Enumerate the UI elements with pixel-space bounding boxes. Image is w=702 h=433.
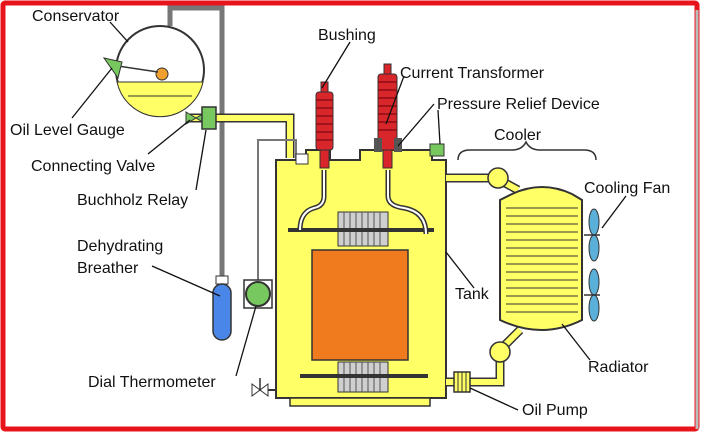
label-buchholz-relay: Buchholz Relay <box>77 192 188 209</box>
label-cooling-fan: Cooling Fan <box>584 180 670 197</box>
label-breather: Breather <box>77 260 139 277</box>
label-cooler: Cooler <box>494 127 542 144</box>
current-transformer-right <box>394 138 402 152</box>
label-oil-pump: Oil Pump <box>522 402 588 419</box>
radiator-fins <box>506 207 578 313</box>
drain-valve-icon-b <box>259 383 269 397</box>
label-conservator: Conservator <box>32 8 120 25</box>
lead-right-fill <box>387 170 427 235</box>
dehydrating-breather-icon <box>212 283 232 341</box>
label-connecting-valve: Connecting Valve <box>31 158 155 175</box>
bushing-right <box>377 63 398 169</box>
lead-clamp-small <box>295 153 309 165</box>
label-bushing: Bushing <box>318 27 376 44</box>
label-radiator: Radiator <box>588 359 649 376</box>
breather-pipe <box>167 5 225 278</box>
drain-valve-icon <box>251 383 261 397</box>
label-current-transformer: Current Transformer <box>400 65 545 82</box>
leader-lines <box>71 21 627 411</box>
conservator-oil <box>116 81 204 118</box>
label-tank: Tank <box>455 286 490 303</box>
thermometer-pipe <box>257 139 297 280</box>
tank-base <box>289 397 431 407</box>
cooler-top-elbow <box>487 167 509 189</box>
cooling-fan-upper-icon <box>584 208 600 262</box>
lead-left-fill <box>299 170 325 231</box>
breather-cap <box>215 275 229 285</box>
radiator <box>499 186 583 331</box>
dial-thermometer-frame <box>243 279 273 309</box>
pressure-relief-device-icon <box>429 143 445 157</box>
current-transformer-left <box>374 138 382 152</box>
label-pressure-relief-device: Pressure Relief Device <box>437 96 600 113</box>
cooling-fan-lower-icon <box>584 268 600 322</box>
cooler-bottom-pipe-fill <box>446 327 523 385</box>
dial-thermometer-icon <box>245 281 271 307</box>
cooler-bottom-elbow <box>489 341 511 363</box>
label-dial-thermometer: Dial Thermometer <box>88 374 216 391</box>
oil-float <box>155 67 169 81</box>
oil-pipe-fill <box>190 115 293 158</box>
bushing-left <box>315 81 334 169</box>
label-oil-level-gauge: Oil Level Gauge <box>10 122 125 139</box>
cooler-bracket <box>457 140 597 161</box>
winding-block <box>311 249 409 361</box>
label-dehydrating: Dehydrating <box>77 238 163 255</box>
oil-level-gauge-icon <box>102 57 123 80</box>
oil-pump-lines <box>457 372 467 392</box>
buchholz-relay-icon <box>201 106 217 130</box>
float-arm <box>117 65 159 73</box>
